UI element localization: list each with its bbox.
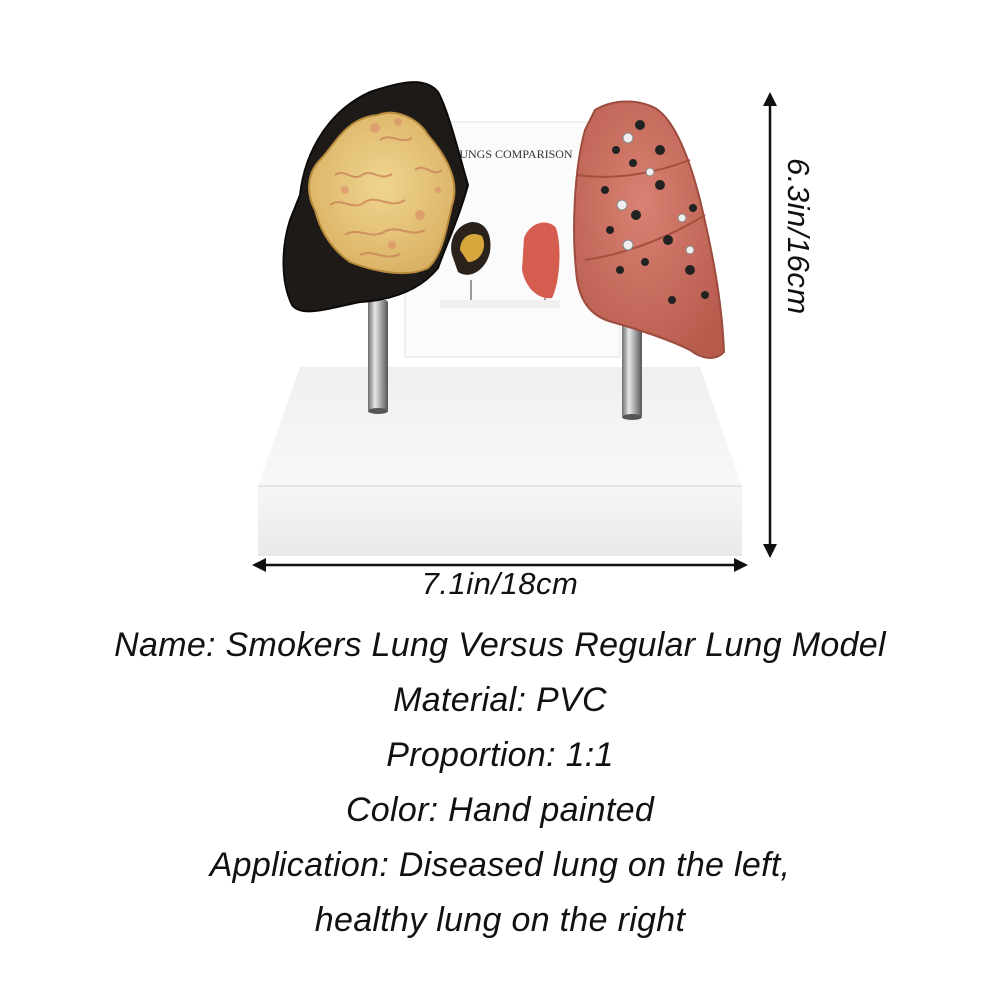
spec-application-continued: healthy lung on the right [314, 901, 686, 939]
height-dimension-label: 6.3in/16cm [781, 158, 816, 315]
width-dimension-arrow [252, 558, 748, 572]
diseased-lung [282, 81, 470, 313]
width-dimension-label: 7.1in/18cm [421, 566, 579, 601]
height-dimension-arrow [763, 92, 777, 558]
spec-application: Application: Diseased lung on the left, [209, 846, 791, 884]
healthy-lung [573, 100, 726, 359]
card-title: LUNGS COMPARISON [452, 147, 573, 161]
spec-color: Color: Hand painted [345, 791, 655, 829]
spec-list: Name: Smokers Lung Versus Regular Lung M… [0, 618, 1000, 948]
spec-name: Name: Smokers Lung Versus Regular Lung M… [114, 626, 886, 664]
spec-proportion: Proportion: 1:1 [386, 736, 614, 774]
display-base [258, 367, 742, 556]
left-support-rod [368, 300, 388, 412]
lung-model-photo: LUNGS COMPARISON [252, 81, 777, 572]
spec-material: Material: PVC [393, 681, 607, 719]
